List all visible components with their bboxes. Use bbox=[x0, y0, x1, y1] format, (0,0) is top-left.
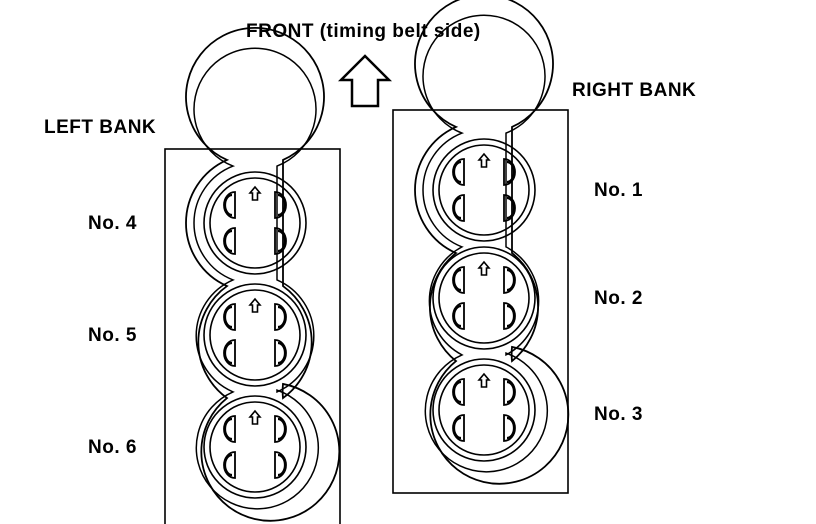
up-arrow-icon bbox=[477, 152, 491, 168]
valve-relief-shade bbox=[277, 453, 287, 477]
bore-outer-ring bbox=[432, 246, 536, 350]
valve-relief-shade bbox=[452, 416, 462, 440]
bore-inner-ring bbox=[438, 144, 530, 236]
cylinder-label-no-2: No. 2 bbox=[594, 288, 643, 309]
left-bank-frame bbox=[164, 148, 341, 524]
cylinder-bore bbox=[203, 283, 307, 387]
bore-inner-ring bbox=[209, 289, 301, 381]
valve-relief-shade bbox=[452, 380, 462, 404]
cylinder-bore bbox=[203, 171, 307, 275]
valve-relief-shade bbox=[277, 193, 287, 217]
bore-outer-ring bbox=[203, 283, 307, 387]
bore-inner-ring bbox=[438, 252, 530, 344]
valve-relief-shade bbox=[452, 196, 462, 220]
bore-inner-ring bbox=[209, 401, 301, 493]
gasket-inner-outline bbox=[422, 14, 549, 473]
up-arrow-icon bbox=[248, 185, 262, 201]
cylinder-label-no-5: No. 5 bbox=[88, 325, 137, 346]
left-bank-gasket bbox=[185, 27, 341, 522]
up-arrow-icon bbox=[477, 372, 491, 388]
front-arrow-icon bbox=[337, 54, 393, 108]
right-bank-frame bbox=[392, 109, 569, 494]
cylinder-bore bbox=[432, 246, 536, 350]
up-arrow-icon bbox=[248, 409, 262, 425]
valve-relief-shade bbox=[452, 268, 462, 292]
valve-relief-shade bbox=[506, 268, 516, 292]
up-arrow-icon bbox=[248, 297, 262, 313]
bore-outer-ring bbox=[203, 395, 307, 499]
valve-relief-shade bbox=[506, 416, 516, 440]
valve-relief-shade bbox=[277, 417, 287, 441]
up-arrow-icon bbox=[477, 260, 491, 276]
valve-relief-shade bbox=[506, 380, 516, 404]
valve-relief-shade bbox=[452, 304, 462, 328]
valve-relief-shade bbox=[223, 229, 233, 253]
valve-relief-shade bbox=[506, 196, 516, 220]
valve-relief-shade bbox=[277, 229, 287, 253]
valve-relief-shade bbox=[277, 341, 287, 365]
valve-relief-shade bbox=[506, 304, 516, 328]
bore-inner-ring bbox=[438, 364, 530, 456]
bore-outer-ring bbox=[432, 138, 536, 242]
bore-outer-ring bbox=[203, 171, 307, 275]
gasket-inner-outline bbox=[193, 47, 320, 510]
cylinder-label-no-6: No. 6 bbox=[88, 437, 137, 458]
bore-inner-ring bbox=[209, 177, 301, 269]
valve-relief-shade bbox=[223, 193, 233, 217]
cylinder-bore bbox=[432, 358, 536, 462]
valve-relief-shade bbox=[223, 453, 233, 477]
cylinder-label-no-3: No. 3 bbox=[594, 404, 643, 425]
cylinder-label-no-4: No. 4 bbox=[88, 213, 137, 234]
cylinder-bore bbox=[203, 395, 307, 499]
valve-relief-shade bbox=[452, 160, 462, 184]
valve-relief-shade bbox=[223, 341, 233, 365]
valve-relief-shade bbox=[506, 160, 516, 184]
cylinder-label-no-1: No. 1 bbox=[594, 180, 643, 201]
valve-relief-shade bbox=[223, 305, 233, 329]
valve-relief-shade bbox=[223, 417, 233, 441]
valve-relief-shade bbox=[277, 305, 287, 329]
bore-outer-ring bbox=[432, 358, 536, 462]
right-bank-gasket bbox=[414, 0, 570, 485]
right-bank-label: RIGHT BANK bbox=[572, 80, 697, 101]
left-bank-label: LEFT BANK bbox=[44, 117, 157, 138]
cylinder-bore bbox=[432, 138, 536, 242]
gasket-outer-outline bbox=[185, 27, 341, 522]
